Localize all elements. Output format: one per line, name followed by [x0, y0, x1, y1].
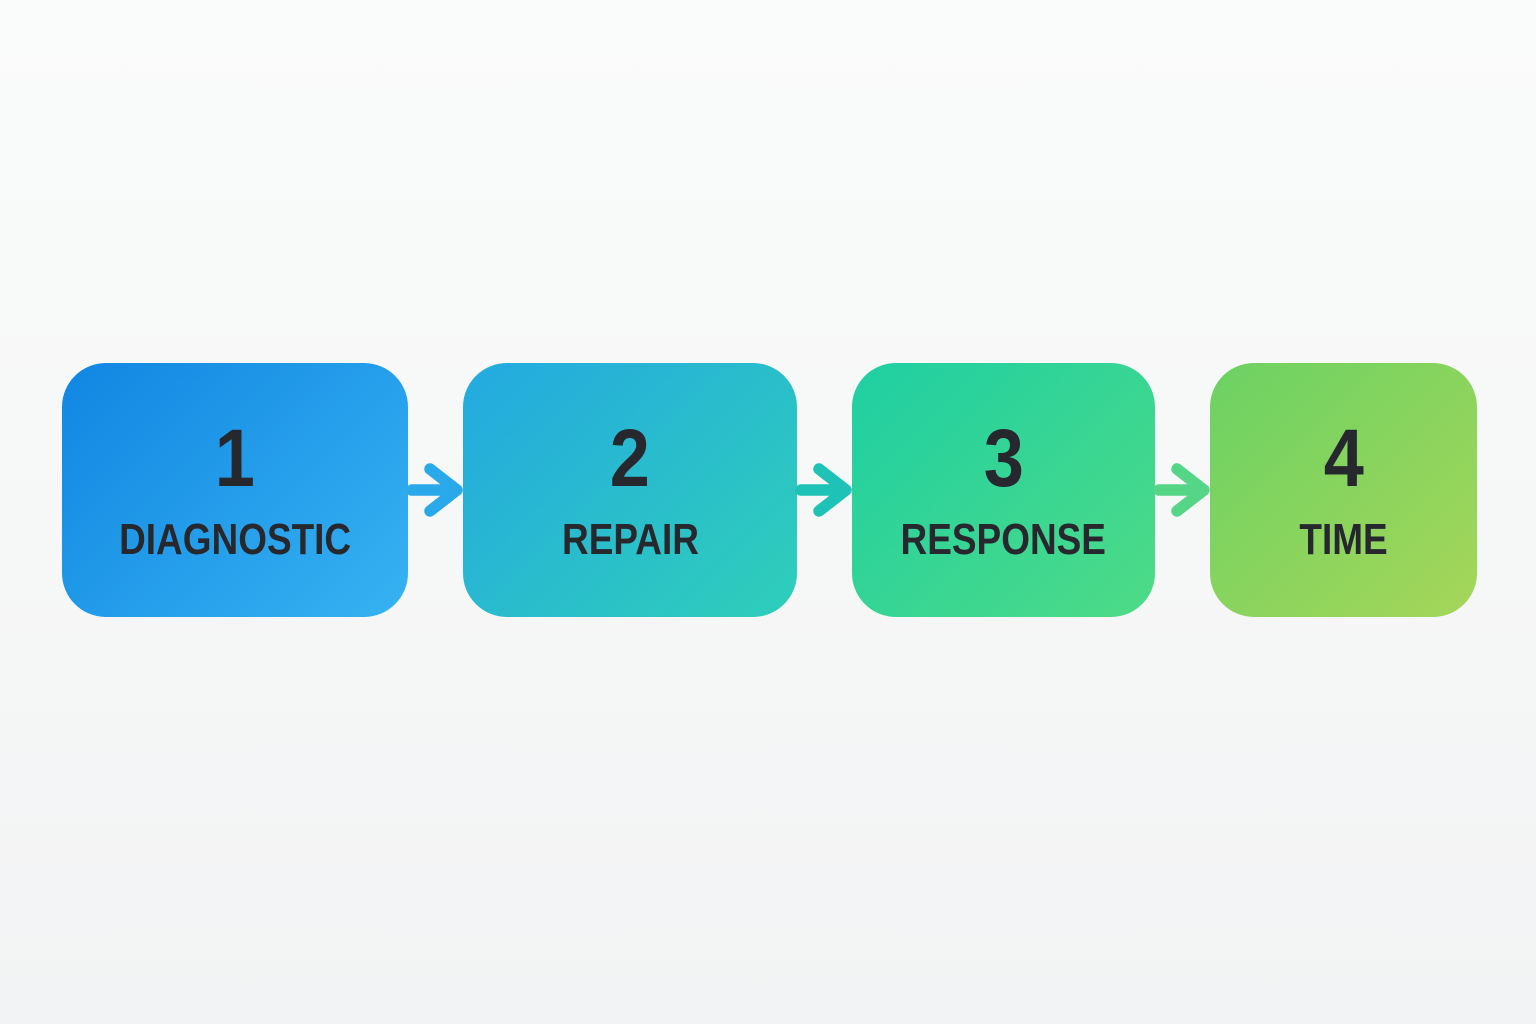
step-number: 4 [1323, 413, 1364, 504]
step-box-response: 3 RESPONSE [852, 363, 1155, 617]
arrow-right-icon [794, 463, 852, 517]
arrow-slot [405, 363, 463, 617]
arrow-slot [1152, 363, 1210, 617]
arrow-right-icon [405, 463, 463, 517]
step-box-diagnostic: 1 DIAGNOSTIC [62, 363, 408, 617]
step-label: REPAIR [561, 515, 699, 564]
step-number: 2 [609, 413, 651, 504]
step-number: 3 [983, 413, 1024, 504]
arrow-slot [794, 363, 852, 617]
process-steps-diagram: 1 DIAGNOSTIC 2 REPAIR 3 RESPONSE 4 TIME [62, 363, 1477, 617]
step-box-repair: 2 REPAIR [463, 363, 797, 617]
step-number: 1 [214, 413, 256, 504]
step-box-time: 4 TIME [1210, 363, 1477, 617]
step-label: TIME [1299, 515, 1388, 564]
step-label: RESPONSE [900, 515, 1107, 564]
arrow-right-icon [1152, 463, 1210, 517]
step-label: DIAGNOSTIC [118, 515, 352, 564]
